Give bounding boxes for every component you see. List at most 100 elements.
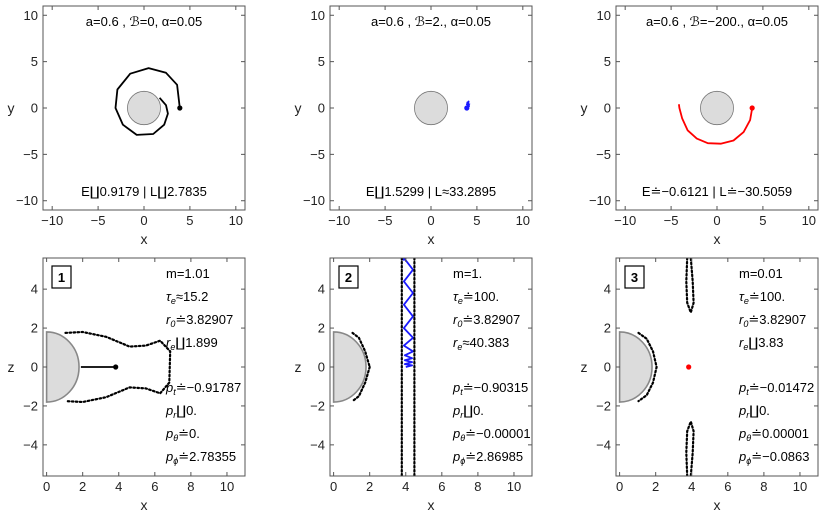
black-hole-disk [414,90,448,126]
param-text: m=1. [453,266,482,281]
param-text: r0≐3.82907 [739,312,806,329]
y-tick-label: −2 [310,398,325,413]
x-axis-label: x [141,497,148,513]
y-tick-label: 5 [318,54,325,69]
plot-area [45,330,172,404]
y-tick-label: 10 [311,8,325,23]
x-axis-label: x [141,231,148,247]
param-text: re∐3.83 [739,335,784,352]
x-tick-label: 2 [79,479,86,494]
black-hole-half-disk [332,331,367,403]
x-tick-label: 0 [427,213,434,228]
y-axis-label: z [8,359,15,375]
panel-title: a=0.6 , ℬ=0, α=0.05 [86,14,202,29]
start-point [464,105,470,111]
x-tick-label: 0 [43,479,50,494]
param-text: re∐1.899 [166,335,218,352]
y-tick-label: 5 [604,54,611,69]
x-tick-label: 8 [760,479,767,494]
energy-angular-momentum-text: E∐1.5299 | L≈33.2895 [366,184,496,199]
y-tick-label: 2 [604,321,611,336]
energy-angular-momentum-text: E∐0.9179 | L∐2.7835 [81,184,207,199]
y-tick-label: 2 [31,321,38,336]
x-tick-label: −5 [91,213,106,228]
plot-area [332,258,416,476]
trajectory-line-3 [351,331,371,369]
y-tick-label: 4 [318,282,325,297]
y-axis-label: z [295,359,302,375]
x-tick-label: 6 [724,479,731,494]
momentum-text: pr∐0. [165,403,197,420]
x-tick-label: 10 [507,479,521,494]
x-tick-label: 6 [151,479,158,494]
x-tick-label: 10 [516,213,530,228]
panel-label-box [624,265,645,289]
x-tick-label: 2 [366,479,373,494]
param-text: τe≐100. [739,289,785,306]
y-tick-label: 10 [597,8,611,23]
x-tick-label: 10 [220,479,234,494]
y-tick-label: −10 [16,193,38,208]
x-tick-label: 5 [759,213,766,228]
x-tick-label: 4 [402,479,409,494]
param-text: r0≐3.82907 [453,312,520,329]
y-tick-label: 0 [318,101,325,116]
x-tick-label: 5 [473,213,480,228]
x-tick-label: 6 [438,479,445,494]
momentum-text: pθ≐0.00001 [738,426,809,443]
energy-angular-momentum-text: E≐−0.6121 | L≐−30.5059 [642,184,792,199]
start-point [113,364,119,370]
y-tick-label: −5 [596,147,611,162]
y-tick-label: −4 [310,437,325,452]
trajectory-line-0 [678,104,754,145]
momentum-text: pr∐0. [452,403,484,420]
start-point [177,105,183,111]
start-point [749,105,755,111]
y-tick-label: −5 [23,147,38,162]
black-hole-disk [700,90,734,126]
y-tick-label: 0 [604,360,611,375]
x-tick-label: 10 [802,213,816,228]
param-text: m=1.01 [166,266,210,281]
momentum-text: pt≐−0.91787 [165,380,241,397]
x-tick-label: 0 [140,213,147,228]
y-tick-label: 0 [31,360,38,375]
plot-area [114,67,183,136]
y-tick-label: −10 [303,193,325,208]
black-hole-disk [127,90,161,126]
panel-label: 3 [631,270,638,285]
momentum-text: pϕ≐2.78355 [165,449,236,466]
y-axis-label: y [295,100,302,116]
y-tick-label: 4 [31,282,38,297]
panel-label-box [338,265,359,289]
x-tick-label: −5 [664,213,679,228]
plot-area [414,90,471,126]
panel-title: a=0.6 , ℬ=2., α=0.05 [371,14,491,29]
start-point [686,364,692,370]
trajectory-line-3 [637,331,658,403]
y-tick-label: −2 [596,398,611,413]
momentum-text: pr∐0. [738,403,770,420]
x-tick-label: 8 [474,479,481,494]
param-text: r0≐3.82907 [166,312,233,329]
x-tick-label: −10 [328,213,350,228]
x-tick-label: 10 [793,479,807,494]
panel-label: 2 [345,270,352,285]
x-tick-label: 2 [652,479,659,494]
y-tick-label: −4 [596,437,611,452]
x-tick-label: 0 [616,479,623,494]
y-tick-label: −2 [23,398,38,413]
momentum-text: pθ≐0. [165,426,200,443]
momentum-text: pt≐−0.90315 [452,380,528,397]
param-text: τe≈15.2 [166,289,208,306]
y-tick-label: 0 [604,101,611,116]
momentum-text: pϕ≐−0.0863 [738,449,810,466]
param-text: τe≐100. [453,289,499,306]
y-tick-label: 2 [318,321,325,336]
trajectory-line-1 [64,330,172,404]
x-axis-label: x [428,497,435,513]
x-tick-label: −10 [614,213,636,228]
plot-area [678,90,755,145]
x-tick-label: 0 [330,479,337,494]
trajectory-line-0 [402,258,414,368]
